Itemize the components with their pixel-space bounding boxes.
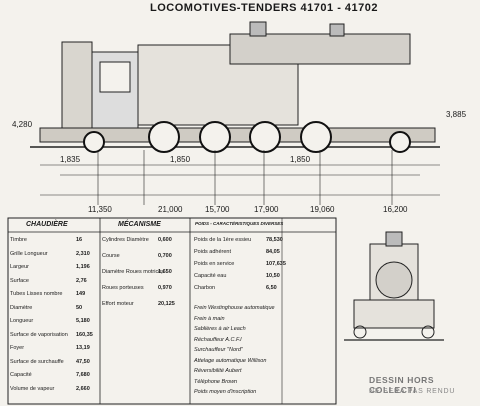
table-row-value: 2,660: [76, 385, 90, 392]
column-header: CHAUDIÈRE: [26, 221, 68, 228]
table-row-label: Cylindres Diamètre: [102, 237, 149, 243]
equipment-item: Sablières à air Leach: [194, 326, 246, 332]
boiler-top: [229, 33, 411, 65]
equipment-item: Surchauffeur "Nord": [194, 347, 243, 353]
table-row-label: Course: [102, 253, 120, 259]
table-row-value: 0,970: [158, 285, 172, 291]
table-row-label: Roues porteuses: [102, 285, 144, 291]
base-label: 1,835: [60, 155, 81, 164]
dimension-label: 11,350: [88, 205, 112, 214]
table-row-value: 5,180: [76, 318, 90, 324]
data-table-frame: [7, 217, 337, 405]
table-row-label: Effort moteur: [102, 301, 134, 307]
dimension-label: 15,700: [205, 205, 230, 214]
archive-stamp: DESSIN HORS COLLECTI: [369, 375, 435, 395]
table-row-value: 2,310: [76, 250, 90, 257]
base-label: 1,850: [170, 155, 191, 164]
table-row-label: Timbre: [10, 237, 27, 243]
table-row-label: Poids en service: [194, 261, 235, 267]
table-row-value: 84,05: [266, 249, 280, 255]
table-row-value: 10,50: [266, 273, 280, 279]
table-row-value: 78,530: [266, 237, 283, 243]
drawing-title: LOCOMOTIVES-TENDERS 41701 - 41702: [150, 2, 379, 14]
equipment-item: Frein à main: [194, 315, 225, 322]
equipment-item: Réchauffeur A.C.F.I: [194, 336, 242, 343]
table-row-value: 107,635: [266, 261, 286, 267]
table-row-value: 6,50: [266, 285, 277, 291]
wheel-2: [148, 121, 180, 153]
table-row-label: Diamètre Roues motrices: [102, 269, 165, 275]
table-row-value: 1,650: [158, 269, 172, 275]
equipment-item: Frein Westinghouse automatique: [194, 305, 275, 311]
specification-table: CHAUDIÈRE MÉCANISME POIDS - CARACTÉRISTI…: [8, 215, 336, 403]
dimension-label: 21,000: [158, 205, 183, 214]
bunker-rear: [61, 41, 93, 133]
table-row-label: Volume de vapeur: [10, 385, 55, 392]
equipment-item: Téléphone Brown: [194, 378, 238, 385]
base-label: 1,850: [290, 155, 311, 164]
dome: [249, 21, 267, 37]
table-row-value: 13,19: [76, 345, 90, 351]
archive-stamp-note: NE SERA PAS RENDU: [369, 388, 456, 395]
equipment-item: Attelage automatique Willison: [194, 357, 267, 364]
chimney: [329, 23, 345, 37]
table-row-value: 50: [76, 304, 83, 311]
table-row-value: 0,600: [158, 237, 172, 243]
table-row-label: Poids de la 1ère essieu: [194, 237, 252, 243]
frame: [39, 127, 436, 143]
wheel-1: [83, 131, 105, 153]
dimension-label: 16,200: [383, 205, 408, 214]
dimension-label: 19,060: [310, 205, 335, 214]
table-row-label: Foyer: [10, 345, 25, 351]
table-row-label: Poids adhérent: [194, 249, 231, 255]
wheel-5: [300, 121, 332, 153]
wheel-6: [389, 131, 411, 153]
table-row-label: Surface de vaporisation: [10, 331, 68, 338]
column-header: POIDS - CARACTÉRISTIQUES DIVERSES: [195, 221, 284, 226]
front-view-smokebox: [375, 261, 413, 299]
table-row-value: 160,35: [76, 331, 93, 338]
height-label: 4,280: [12, 120, 33, 129]
table-row-value: 0,700: [158, 253, 172, 259]
column-header: MÉCANISME: [118, 221, 161, 228]
table-row-value: 7,680: [76, 372, 90, 378]
equipment-item: Réversibilité Aubert: [194, 368, 242, 374]
wheel-3: [199, 121, 231, 153]
equipment-item: Poids moyen d'inscription: [194, 389, 257, 395]
table-row-value: 2,76: [76, 277, 87, 284]
front-view-buffer-beam: [353, 299, 435, 329]
table-row-value: 16: [76, 237, 83, 243]
table-row-label: Charbon: [194, 285, 216, 291]
table-row-value: 20,125: [158, 301, 175, 307]
wheel-4: [249, 121, 281, 153]
table-row-label: Capacité eau: [194, 273, 227, 279]
table-row-label: Tubes Lisses nombre: [10, 291, 63, 297]
table-row-label: Diamètre: [10, 304, 33, 311]
table-row-label: Surface de surchauffe: [10, 358, 64, 365]
table-row-value: 47,50: [76, 358, 90, 365]
table-row-label: Grille Longueur: [10, 250, 48, 257]
dimension-label: 17,900: [254, 205, 279, 214]
cab-window: [99, 61, 131, 93]
table-row-value: 1,196: [76, 264, 90, 270]
table-row-label: Longueur: [10, 318, 34, 324]
table-row-value: 149: [76, 291, 86, 297]
height-label: 3,885: [446, 110, 467, 119]
table-row-label: Capacité: [10, 372, 32, 378]
table-row-label: Surface: [10, 277, 29, 284]
table-row-label: Largeur: [10, 264, 29, 270]
